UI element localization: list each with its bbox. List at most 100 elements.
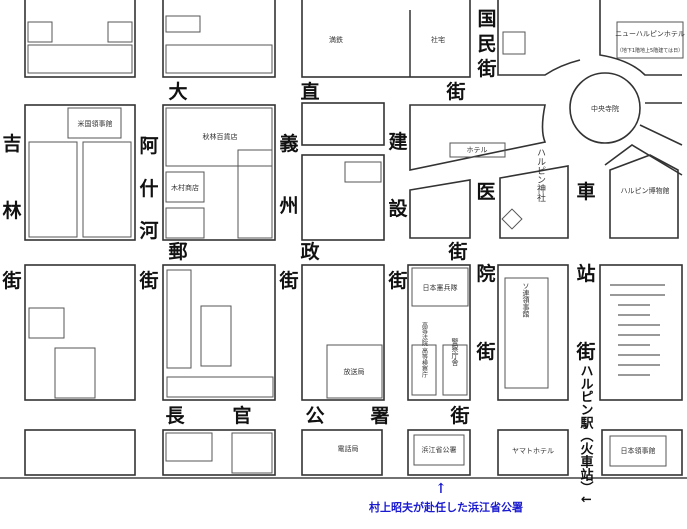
block [301,102,385,146]
city-blocks [0,0,687,479]
block [162,0,276,78]
block [407,264,471,401]
broadcast-station [326,344,383,399]
street-char: 街 [476,57,496,80]
street-char: 站 [576,262,595,285]
block [497,264,569,401]
legend-block [599,264,683,401]
building-label: ハルピン博物館 [621,186,670,195]
building-label: ソ連領事館 [522,283,530,319]
street-char: 林 [2,199,21,222]
street-char: 設 [388,197,408,220]
street-char: 街 [445,80,465,103]
street-char: 什 [139,177,158,200]
street-char: 街 [278,269,298,292]
block [604,144,683,176]
block [24,429,136,476]
street-char: 大 [168,80,187,103]
harbin-museum [609,154,679,239]
caption: ↑ 村上昭夫が赴任した浜江省公署 [369,481,523,514]
block [162,429,276,476]
street-char: 公 [305,405,324,427]
us-consulate [67,107,122,139]
street-char: 州 [279,195,298,217]
arrow-up-icon: ↑ [435,481,447,497]
street-char: 郵 [168,241,187,263]
street-labels: 大 直 街 国 民 街 吉 林 街 阿 什 河 街 義 州 街 郵 政 街 建 … [1,8,595,505]
street-char: 直 [300,80,319,103]
building-label: 秋林百貨店 [203,132,238,141]
block [165,207,205,239]
building-label: 木村商店 [171,183,199,192]
block [165,171,205,203]
building-label: 浜江省公署 [422,445,457,454]
street-char: 街 [575,340,595,363]
street-char: 吉 [2,132,21,155]
street-char: 街 [387,269,407,292]
building-label: ホテル [467,146,488,154]
building-label: ヤマトホテル [512,447,554,455]
street-char: 街 [138,269,158,292]
street-char: 民 [477,33,496,55]
building-label: ニューハルピンホテル [615,30,685,38]
block [24,0,136,78]
building-label: 社宅 [431,35,445,44]
street-char: 国 [477,8,496,30]
street-char: 街 [449,404,469,427]
japan-consulate [609,435,667,467]
harbin-shrine-block [499,165,569,239]
building-label: ハルピン神社 [535,148,546,203]
building-label: 満鉄 [329,35,343,44]
building-label: 日本憲兵隊 [423,283,458,292]
caption-text: 村上昭夫が赴任した浜江省公署 [369,500,523,514]
police [442,344,468,396]
block [28,141,78,238]
block [639,102,683,146]
block [344,161,382,183]
consulate-block [601,429,683,476]
block [409,104,547,171]
shrine-building [501,208,523,230]
street-char: 街 [475,340,495,363]
building-label: （地下1階地上5階建ては日） [617,47,683,54]
block [200,305,232,367]
block [24,104,136,241]
street-char: 阿 [139,135,158,157]
block [165,44,273,74]
street-char: 官 [232,404,251,427]
building-label: 電話局 [338,444,359,453]
soviet-consulate [504,277,549,389]
block [497,0,581,76]
block [166,269,192,369]
street-char: 政 [300,240,320,263]
block [409,179,471,239]
building-label: 高等法院 高等検察庁 [421,321,428,378]
station-label: ハルピン駅（火車站）↓ [578,364,595,505]
block [162,264,276,401]
building-labels: 満鉄 社宅 ニューハルピンホテル （地下1階地上5階建ては日） 中央寺院 ハルピ… [78,30,685,455]
street-char: 院 [476,262,495,285]
building-label: 日本領事館 [621,446,656,455]
yamato-block [497,429,569,476]
block [165,15,201,33]
block [162,104,276,241]
block [28,307,65,339]
hotel [449,142,506,158]
block [27,44,133,74]
building-label: 警察庁舎 [451,337,459,367]
block [82,141,132,238]
block [599,0,682,76]
block [502,31,526,55]
street-char: 医 [476,181,495,203]
legend-lines [610,284,665,376]
japan-gendarmerie [411,267,469,307]
high-court [411,344,437,396]
block [165,432,213,462]
binjiang-block [407,429,471,476]
street-char: 河 [139,220,158,242]
central-church-plaza [569,72,641,144]
street-char: 義 [279,132,298,155]
mantetsu-block [301,0,471,78]
street-char: 長 [165,405,185,427]
